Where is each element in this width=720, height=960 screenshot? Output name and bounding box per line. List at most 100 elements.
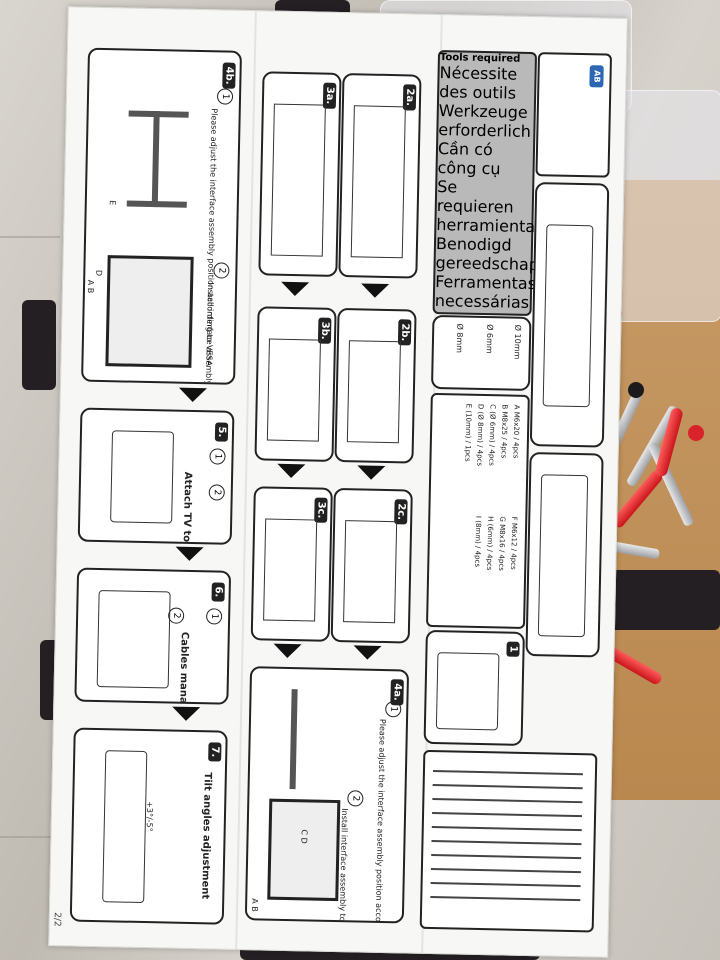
warning-text-line — [430, 868, 581, 874]
wall-drill-drawing — [270, 103, 326, 257]
step-number: 2 — [208, 484, 225, 501]
cable-management-drawing — [96, 590, 171, 689]
step-1-panel: 1 — [423, 629, 525, 746]
step-3c-panel: 3c. — [250, 486, 333, 642]
interface-bracket-drawing — [151, 111, 160, 208]
step-3a-panel: 3a. — [258, 71, 342, 277]
warning-text-line — [431, 840, 582, 846]
mount-bracket-piece — [600, 570, 720, 630]
part-label: A B — [249, 898, 260, 912]
tools-translation: Ferramentas necessárias — [434, 271, 537, 312]
mount-extension-box — [525, 452, 604, 658]
tv-drawing — [105, 255, 194, 368]
mount-bracket-piece — [22, 300, 56, 390]
part-label: D — [94, 269, 104, 277]
step-label: 7. — [208, 742, 222, 762]
step-2a-panel: 2a. — [338, 73, 422, 279]
hardware-drawing-box — [529, 182, 610, 448]
warning-text-line — [432, 784, 583, 790]
wall-plate-drawing — [343, 520, 398, 624]
part-label: C D — [299, 829, 309, 844]
drill-size-label: Ø 6mm — [484, 324, 495, 354]
step-instruction: Install interface assembly to TV — [203, 282, 216, 385]
step-2b-panel: 2b. — [334, 307, 417, 464]
page-number: 2/2 — [51, 912, 62, 927]
flow-arrow — [280, 281, 310, 297]
part-row-h: H (6mm) / 4pcs — [485, 516, 495, 571]
step-number: 1 — [385, 701, 402, 718]
tilt-drawing — [102, 750, 148, 904]
step-number: 1 — [216, 88, 234, 105]
part-row-f: F M6x12 / 4pcs — [509, 516, 519, 570]
warning-text-line — [432, 812, 583, 818]
instruction-sheet: 4b. 1 Please adjust the interface assemb… — [48, 6, 628, 958]
floor-seam — [0, 836, 60, 838]
warning-text-line — [431, 854, 582, 860]
flow-arrow — [277, 463, 306, 479]
floor-seam — [0, 236, 60, 238]
flow-arrow — [357, 465, 386, 480]
flow-arrow — [273, 643, 302, 659]
flow-arrow — [175, 546, 204, 562]
mount-arm-drawing — [435, 652, 500, 731]
step-4a-panel: 4a. 1 Please adjust the interface assemb… — [244, 666, 410, 924]
flow-arrow — [353, 645, 382, 660]
tools-translation: Werkzeuge erforderlich — [438, 101, 532, 141]
parts-list: A M6x20 / 4pcs B M8x25 / 4pcs C (Ø 6mm) … — [425, 392, 530, 629]
bolt-cap — [688, 425, 704, 441]
wall-drill-drawing — [350, 105, 406, 259]
part-row-g: G M8x16 / 4pcs — [497, 516, 507, 571]
brand-logo: AB — [589, 65, 604, 88]
mount-exploded-drawing — [542, 224, 594, 408]
part-row-a: A M6x20 / 4pcs — [511, 404, 521, 459]
interface-bracket-drawing — [289, 689, 298, 790]
step-number: 2 — [347, 790, 364, 807]
anchor-drawing — [346, 340, 401, 444]
drill-size-label: Ø 8mm — [454, 323, 465, 354]
warning-text-line — [430, 882, 581, 888]
step-title: Attach TV to the mount — [179, 471, 194, 545]
flow-arrow — [360, 283, 390, 299]
warning-text-line — [432, 770, 583, 776]
part-row-c: C (Ø 6mm) / 4pcs — [487, 404, 497, 466]
tools-icons-box: Ø 10mm Ø 6mm Ø 8mm — [430, 314, 532, 391]
step-instruction: Please adjust the interface assembly pos… — [204, 108, 219, 367]
anchor-drawing — [266, 338, 321, 442]
safety-warnings-box — [419, 749, 598, 933]
wall-plate-drawing — [263, 518, 318, 622]
step-4b-panel: 4b. 1 Please adjust the interface assemb… — [81, 47, 243, 385]
tools-translation: Cần có công cụ — [437, 139, 501, 179]
tools-translation: Benodigd gereedschap — [435, 234, 540, 275]
step-title: Tilt angles adjustment — [199, 772, 213, 900]
step-label: 4b. — [222, 62, 236, 89]
warning-text-line — [432, 798, 583, 804]
drill-size-label: Ø 10mm — [512, 324, 523, 360]
step-3b-panel: 3b. — [254, 306, 337, 462]
step-label: 6. — [211, 582, 225, 602]
step-6-panel: 6. 1 Cables management 2 — [74, 567, 232, 705]
step-5-panel: 5. 1 Attach TV to the mount 2 — [77, 407, 235, 545]
part-label: A B — [85, 279, 96, 294]
flow-arrow — [178, 387, 207, 403]
tools-required-box: Tools required Nécessite des outils Werk… — [432, 50, 544, 334]
step-number: 1 — [209, 448, 226, 465]
tools-translation: Nécessite des outils — [439, 63, 518, 103]
mount-arm-drawing — [110, 430, 175, 524]
bolt-cap — [628, 382, 644, 398]
step-7-panel: 7. Tilt angles adjustment +3°/-5° — [69, 727, 228, 925]
part-row-b: B M8x25 / 4pcs — [499, 404, 509, 459]
step-label: 5. — [214, 422, 229, 442]
flow-arrow — [171, 706, 201, 722]
part-row-i: I (8mm) / 4pcs — [473, 515, 483, 568]
manufacturer-info-box: AB — [535, 52, 613, 178]
step-2c-panel: 2c. — [330, 487, 413, 644]
step-instruction: Please adjust the interface assembly pos… — [372, 718, 388, 924]
part-label: E — [107, 200, 117, 206]
part-row-d: D (Ø 8mm) / 4pcs — [475, 403, 485, 467]
tools-translation: Se requieren herramientas — [436, 177, 544, 237]
part-row-e: E (10mm) / 1pcs — [463, 403, 473, 462]
arm-extension-drawing — [537, 474, 589, 638]
step-number: 2 — [167, 607, 185, 624]
step-number: 1 — [205, 608, 223, 625]
